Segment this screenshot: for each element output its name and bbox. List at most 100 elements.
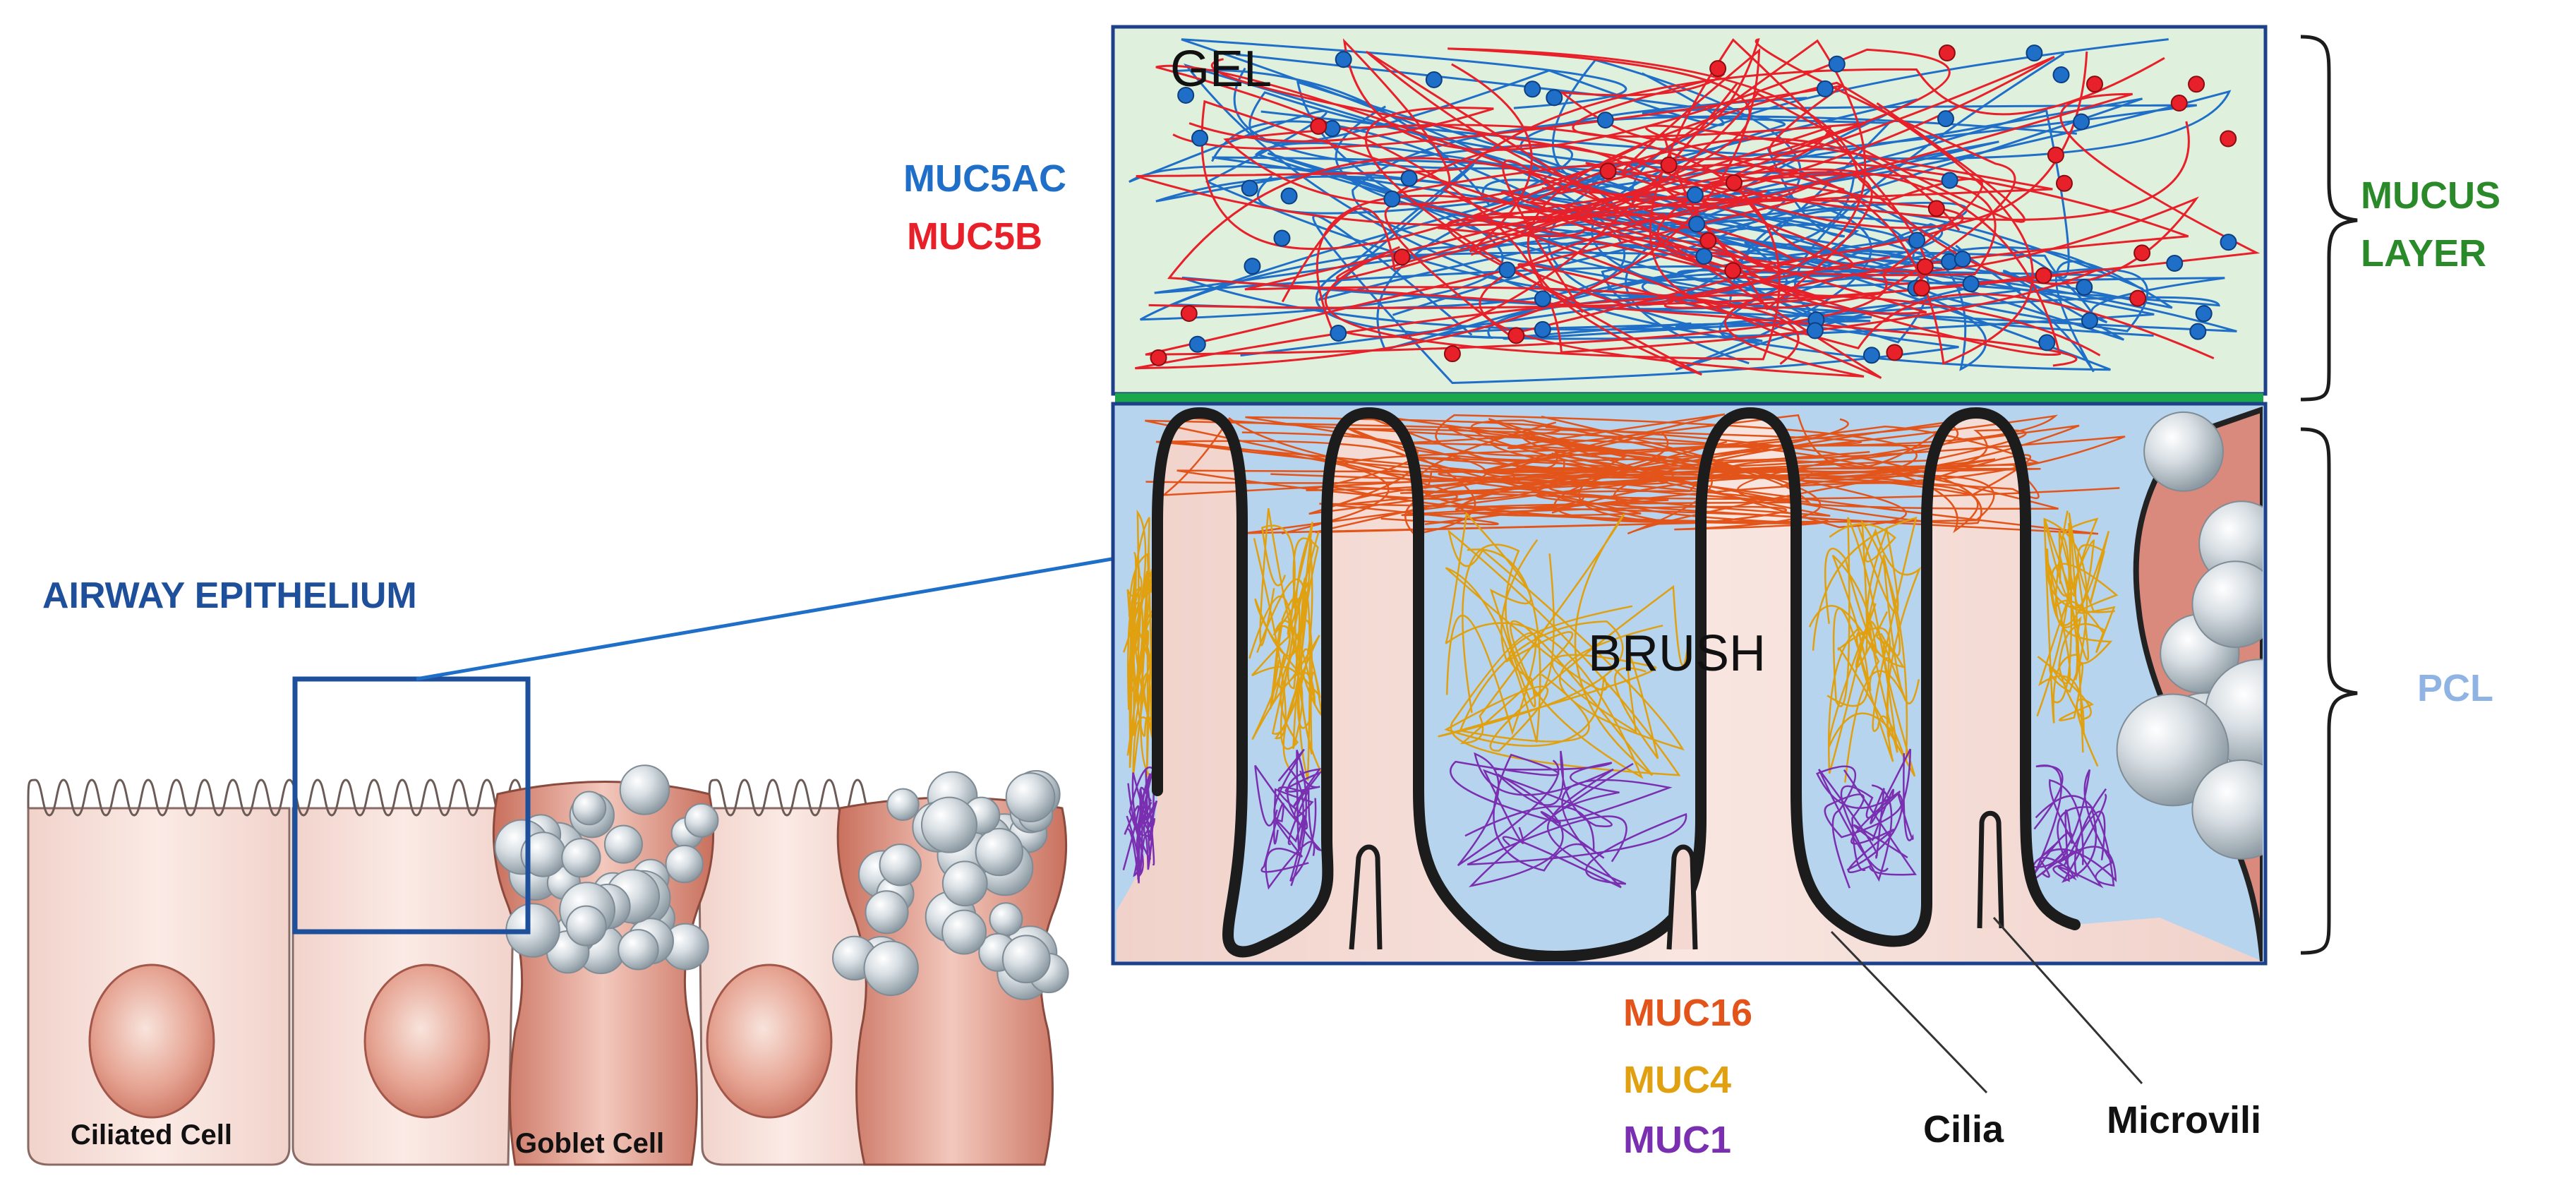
muc5b-fiber: [1558, 38, 2016, 310]
muc4-fiber: [1251, 508, 1323, 750]
pcl-label: PCL: [2417, 667, 2493, 709]
muc5ac-fiber: [1248, 69, 1855, 254]
muc1-fiber: [2031, 769, 2115, 887]
muc5ac-node: [2189, 323, 2207, 340]
muc5ac-node: [1400, 169, 1418, 187]
muc1-fiber: [1468, 750, 1634, 888]
goblet-granules-3: [2116, 411, 2263, 860]
mucin-granule: [665, 844, 704, 884]
muc5ac-node: [2076, 278, 2093, 296]
muc5b-node: [1443, 345, 1461, 363]
muc4-fiber: [1253, 534, 1321, 755]
muc5b-node: [2035, 267, 2052, 284]
muc5ac-node: [1524, 80, 1541, 98]
muc1-fiber: [1260, 748, 1317, 882]
muc16-label: MUC16: [1623, 992, 1753, 1034]
muc1-fiber: [2049, 779, 2107, 889]
muc4-fiber: [1248, 537, 1326, 781]
muc5ac-node: [2052, 66, 2070, 84]
pcl-brace: [2300, 427, 2358, 955]
muc5ac-node: [2073, 113, 2090, 131]
muc5ac-node: [1534, 290, 1551, 308]
mucin-granule: [1005, 772, 1056, 823]
muc5b-node: [2220, 130, 2237, 148]
mucin-granule: [865, 890, 909, 935]
muc5b-node: [1150, 349, 1167, 366]
mucin-granule: [886, 788, 920, 821]
mucin-granule: [572, 791, 607, 826]
muc5ac-node: [1806, 322, 1824, 340]
mucin-granule: [920, 796, 978, 853]
muc5ac-node: [1941, 172, 1958, 189]
muc5b-node: [1180, 305, 1198, 323]
muc5ac-node: [1383, 190, 1401, 208]
muc4-fiber: [1445, 529, 1685, 776]
muc1-fiber: [1843, 769, 1917, 876]
muc1-fiber: [1818, 748, 1912, 872]
nucleus: [706, 963, 833, 1119]
muc4-fiber: [1251, 581, 1320, 769]
muc5ac-node: [1962, 275, 1980, 293]
microvili-label: Microvili: [2107, 1099, 2262, 1141]
muc5b-node: [1393, 248, 1411, 266]
mucin-granule: [2191, 560, 2263, 648]
muc1-fiber: [1254, 764, 1314, 845]
muc5b-node: [1938, 44, 1956, 62]
mucin-granule: [975, 827, 1023, 877]
muc5ac-node: [1280, 187, 1298, 205]
muc5b-node: [1709, 60, 1727, 78]
zoom-connector: [416, 557, 1112, 681]
cilia-label: Cilia: [1923, 1108, 2004, 1151]
mucin-granule: [603, 824, 643, 864]
microvillus: [1977, 810, 2004, 929]
mucin-granule: [879, 843, 922, 887]
muc5b-node: [2133, 244, 2151, 262]
muc5ac-fiber: [1233, 59, 2232, 306]
muc5ac-node: [2220, 234, 2237, 251]
mucin-granule: [2191, 759, 2263, 860]
muc5ac-node: [1273, 229, 1291, 247]
muc5ac-node: [2081, 312, 2098, 330]
muc5ac-node: [2195, 305, 2213, 323]
muc5b-node: [1724, 262, 1742, 280]
muc4-fiber: [1824, 526, 1916, 777]
mucin-granule: [561, 838, 601, 878]
zoom-box: [292, 676, 531, 935]
nucleus: [363, 963, 490, 1119]
mucin-granule: [863, 940, 919, 997]
mucin-granule: [684, 803, 719, 838]
cilia-pointer: [1830, 930, 1988, 1094]
muc4-label: MUC4: [1623, 1059, 1732, 1101]
muc5ac-node: [1330, 325, 1347, 342]
muc16-fiber: [1145, 419, 1995, 534]
muc4-fiber: [1828, 555, 1920, 749]
mucin-granule: [2143, 411, 2224, 492]
mucin-granule: [618, 929, 659, 971]
muc4-fiber: [2047, 522, 2099, 767]
muc5ac-node: [2166, 255, 2184, 272]
muc5ac-node: [1695, 248, 1713, 265]
muc5b-node: [1699, 232, 1717, 250]
muc1-fiber: [1127, 773, 1158, 863]
goblet-granules-1: [494, 764, 719, 975]
epithelium-illustration: [27, 764, 1069, 1166]
muc5b-fiber: [1135, 39, 2215, 370]
muc4-fiber: [1123, 561, 1158, 778]
muc4-fiber: [1826, 523, 1922, 762]
muc5ac-node: [1498, 261, 1516, 279]
muc4-fiber: [2037, 563, 2119, 721]
muc4-fiber: [2043, 510, 2113, 723]
villi-outline: [1152, 407, 2081, 961]
muc5ac-node: [1425, 71, 1443, 88]
muc5b-node: [1725, 174, 1743, 191]
brush-panel: [1111, 402, 2268, 966]
muc5ac-node: [1908, 232, 1926, 249]
muc5b-node: [2188, 76, 2205, 93]
muc5ac-node: [1937, 110, 1954, 128]
mucin-granule: [1001, 935, 1051, 984]
muc5ac-node: [1828, 55, 1846, 73]
muc5ac-node: [1244, 258, 1261, 275]
muc5ac-node: [2038, 334, 2056, 352]
